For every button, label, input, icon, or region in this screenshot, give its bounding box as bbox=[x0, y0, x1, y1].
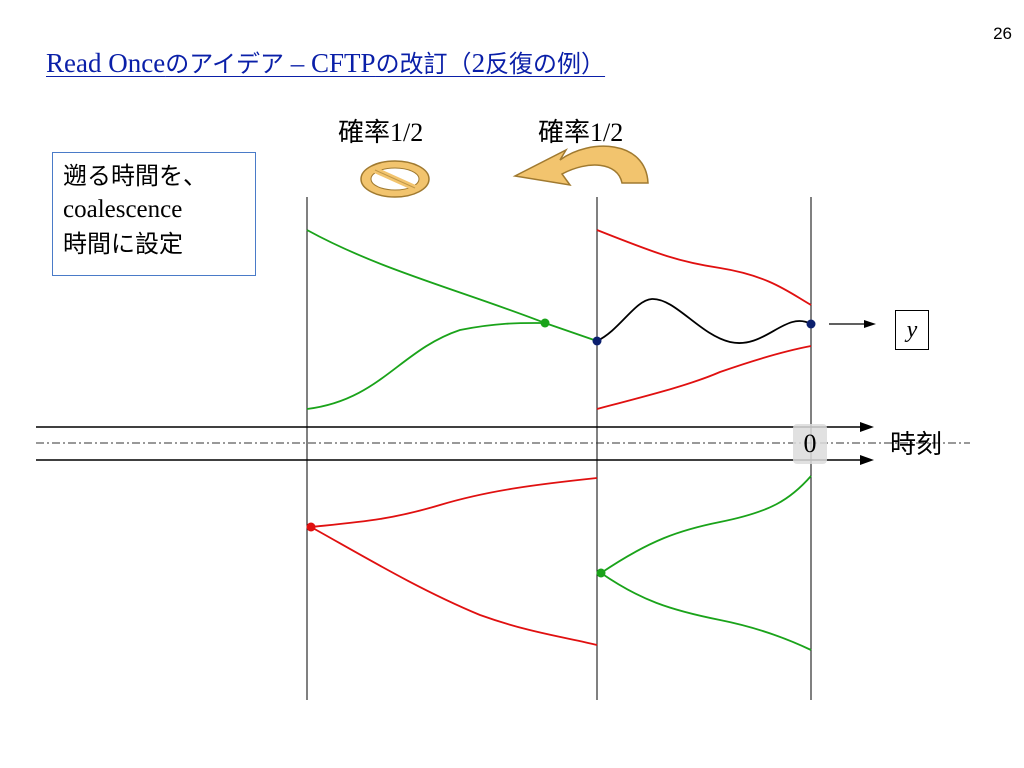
red-path-lower-left-top bbox=[310, 477, 598, 528]
probability-value: 1/2 bbox=[390, 118, 424, 147]
note-line-1: 遡る時間を、 bbox=[63, 162, 207, 190]
dark-node-end bbox=[806, 319, 816, 329]
slide-number: 26 bbox=[993, 24, 1012, 43]
green-path-upper-left-bottom bbox=[306, 322, 546, 410]
title-part-jp-3: 反復の例） bbox=[485, 50, 606, 78]
output-state-box: y bbox=[895, 310, 929, 350]
red-path-lower-left-bottom bbox=[310, 526, 598, 646]
note-line-3: 時間に設定 bbox=[63, 230, 183, 258]
title-part-latin-3: 2 bbox=[471, 48, 486, 78]
green-path-lower-right-bottom bbox=[600, 572, 812, 651]
probability-value: 1/2 bbox=[590, 118, 624, 147]
title-part-latin-2: – CFTP bbox=[284, 48, 376, 78]
probability-label-right: 確率1/2 bbox=[538, 112, 623, 149]
dark-node-start bbox=[592, 336, 602, 346]
probability-word: 確率 bbox=[538, 118, 591, 148]
black-path-final bbox=[596, 298, 812, 344]
time-axis-upper-arrowhead bbox=[860, 422, 874, 432]
note-line-2: coalescence bbox=[63, 196, 183, 223]
probability-word: 確率 bbox=[338, 118, 391, 148]
time-axis-lower-arrowhead bbox=[860, 455, 874, 465]
slide-title: Read Onceのアイデア – CFTPの改訂（2反復の例） bbox=[46, 44, 605, 79]
time-axis-label: 時刻 bbox=[890, 430, 943, 460]
green-split-node bbox=[596, 568, 606, 578]
red-path-upper-right-bottom bbox=[596, 345, 812, 410]
prohibited-icon bbox=[360, 160, 430, 198]
title-part-latin-1: Read Once bbox=[46, 48, 166, 78]
red-path-upper-right-top bbox=[596, 229, 812, 306]
curved-arrow-back-icon bbox=[512, 145, 649, 187]
green-path-lower-right-top bbox=[600, 475, 812, 574]
green-path-upper-left-top bbox=[306, 229, 598, 342]
green-coalescence-node bbox=[540, 318, 550, 328]
time-zero-label: 0 bbox=[793, 424, 827, 464]
output-arrowhead bbox=[864, 320, 876, 328]
red-split-node bbox=[306, 522, 316, 532]
title-part-jp-1: のアイデア bbox=[165, 50, 285, 78]
note-box: 遡る時間を、 coalescence 時間に設定 bbox=[52, 152, 256, 276]
probability-label-left: 確率1/2 bbox=[338, 112, 423, 149]
title-part-jp-2: の改訂（ bbox=[375, 50, 472, 78]
